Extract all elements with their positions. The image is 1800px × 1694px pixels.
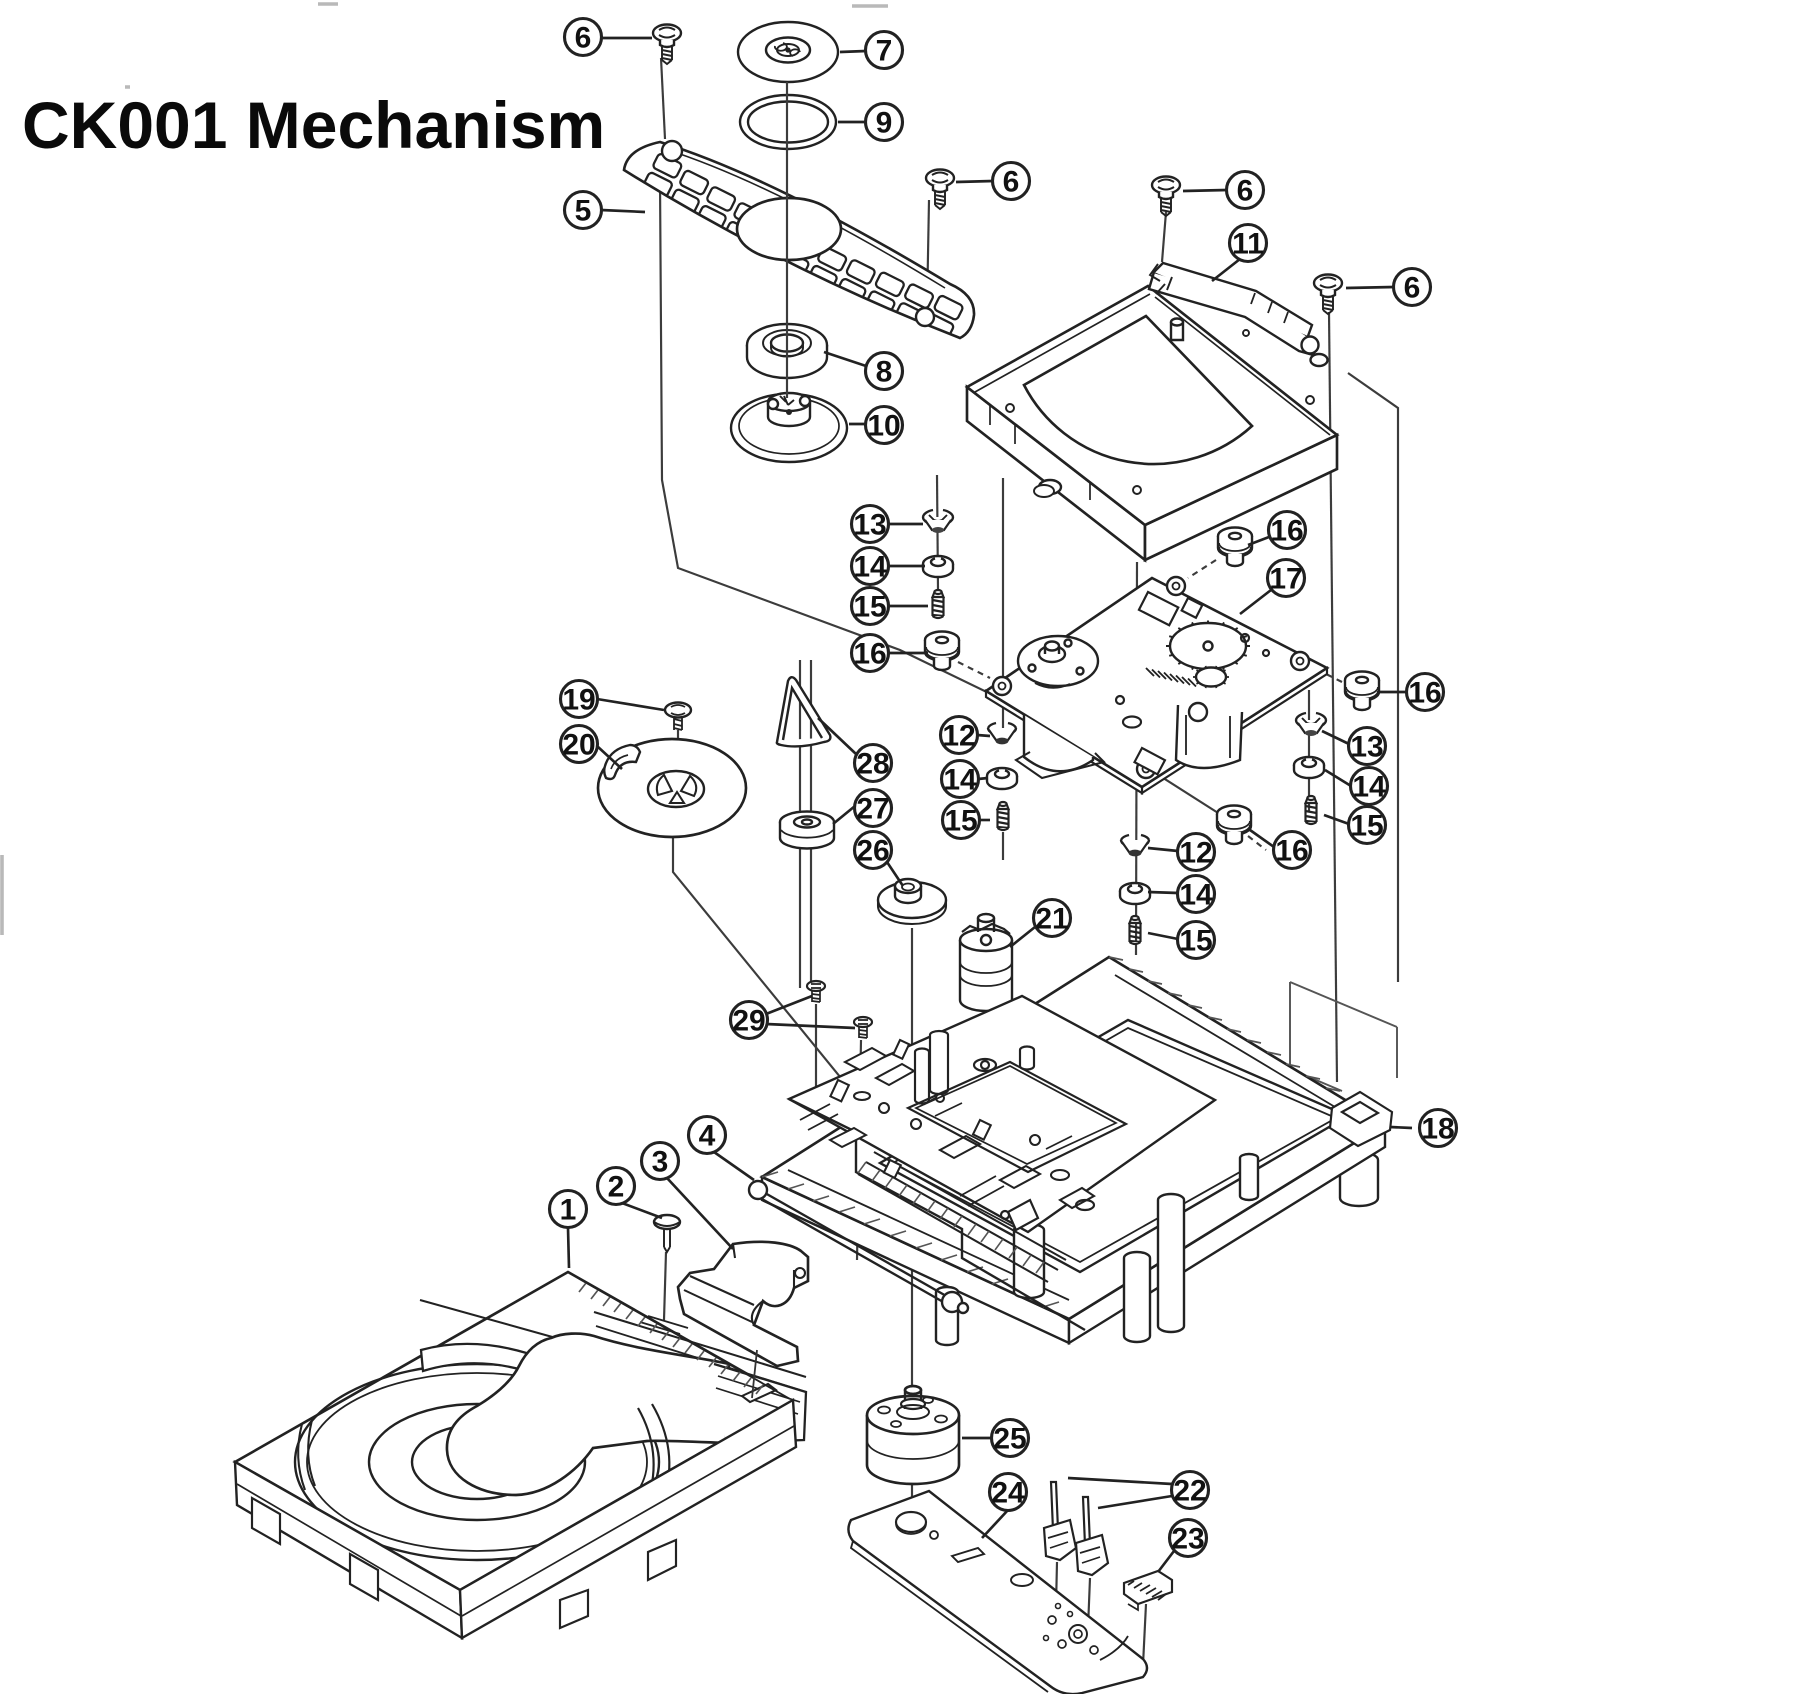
svg-text:23: 23 [1171, 1523, 1204, 1556]
svg-text:16: 16 [1270, 515, 1303, 548]
svg-text:13: 13 [1350, 731, 1383, 764]
svg-text:9: 9 [876, 107, 893, 140]
svg-text:20: 20 [562, 729, 595, 762]
svg-text:15: 15 [944, 805, 977, 838]
svg-text:17: 17 [1269, 563, 1302, 596]
svg-text:CK001 Mechanism: CK001 Mechanism [22, 88, 605, 162]
svg-text:6: 6 [1003, 166, 1020, 199]
svg-text:19: 19 [562, 684, 595, 717]
svg-text:18: 18 [1421, 1113, 1454, 1146]
svg-text:7: 7 [876, 35, 893, 68]
svg-text:6: 6 [1237, 175, 1254, 208]
svg-text:4: 4 [699, 1120, 716, 1153]
svg-text:14: 14 [943, 764, 977, 797]
svg-text:13: 13 [853, 509, 886, 542]
svg-text:2: 2 [608, 1171, 625, 1204]
svg-text:16: 16 [853, 638, 886, 671]
svg-text:14: 14 [1352, 771, 1386, 804]
svg-text:15: 15 [1179, 925, 1212, 958]
svg-text:12: 12 [1179, 837, 1212, 870]
svg-text:27: 27 [856, 793, 889, 826]
svg-text:16: 16 [1275, 835, 1308, 868]
svg-text:28: 28 [856, 748, 889, 781]
svg-text:8: 8 [876, 356, 893, 389]
svg-text:25: 25 [993, 1423, 1026, 1456]
svg-text:6: 6 [1404, 272, 1421, 305]
svg-text:6: 6 [575, 22, 592, 55]
svg-text:10: 10 [867, 410, 900, 443]
svg-text:14: 14 [1179, 879, 1213, 912]
svg-text:11: 11 [1232, 228, 1264, 261]
svg-text:21: 21 [1035, 903, 1068, 936]
svg-text:26: 26 [856, 835, 889, 868]
svg-text:12: 12 [942, 720, 975, 753]
svg-text:24: 24 [991, 1477, 1025, 1510]
svg-text:14: 14 [853, 551, 887, 584]
svg-text:15: 15 [853, 591, 886, 624]
svg-text:1: 1 [560, 1194, 577, 1227]
svg-text:3: 3 [652, 1146, 669, 1179]
svg-text:29: 29 [732, 1005, 765, 1038]
svg-text:15: 15 [1350, 810, 1383, 843]
svg-text:22: 22 [1173, 1475, 1206, 1508]
svg-text:5: 5 [575, 195, 592, 228]
svg-text:16: 16 [1408, 677, 1441, 710]
